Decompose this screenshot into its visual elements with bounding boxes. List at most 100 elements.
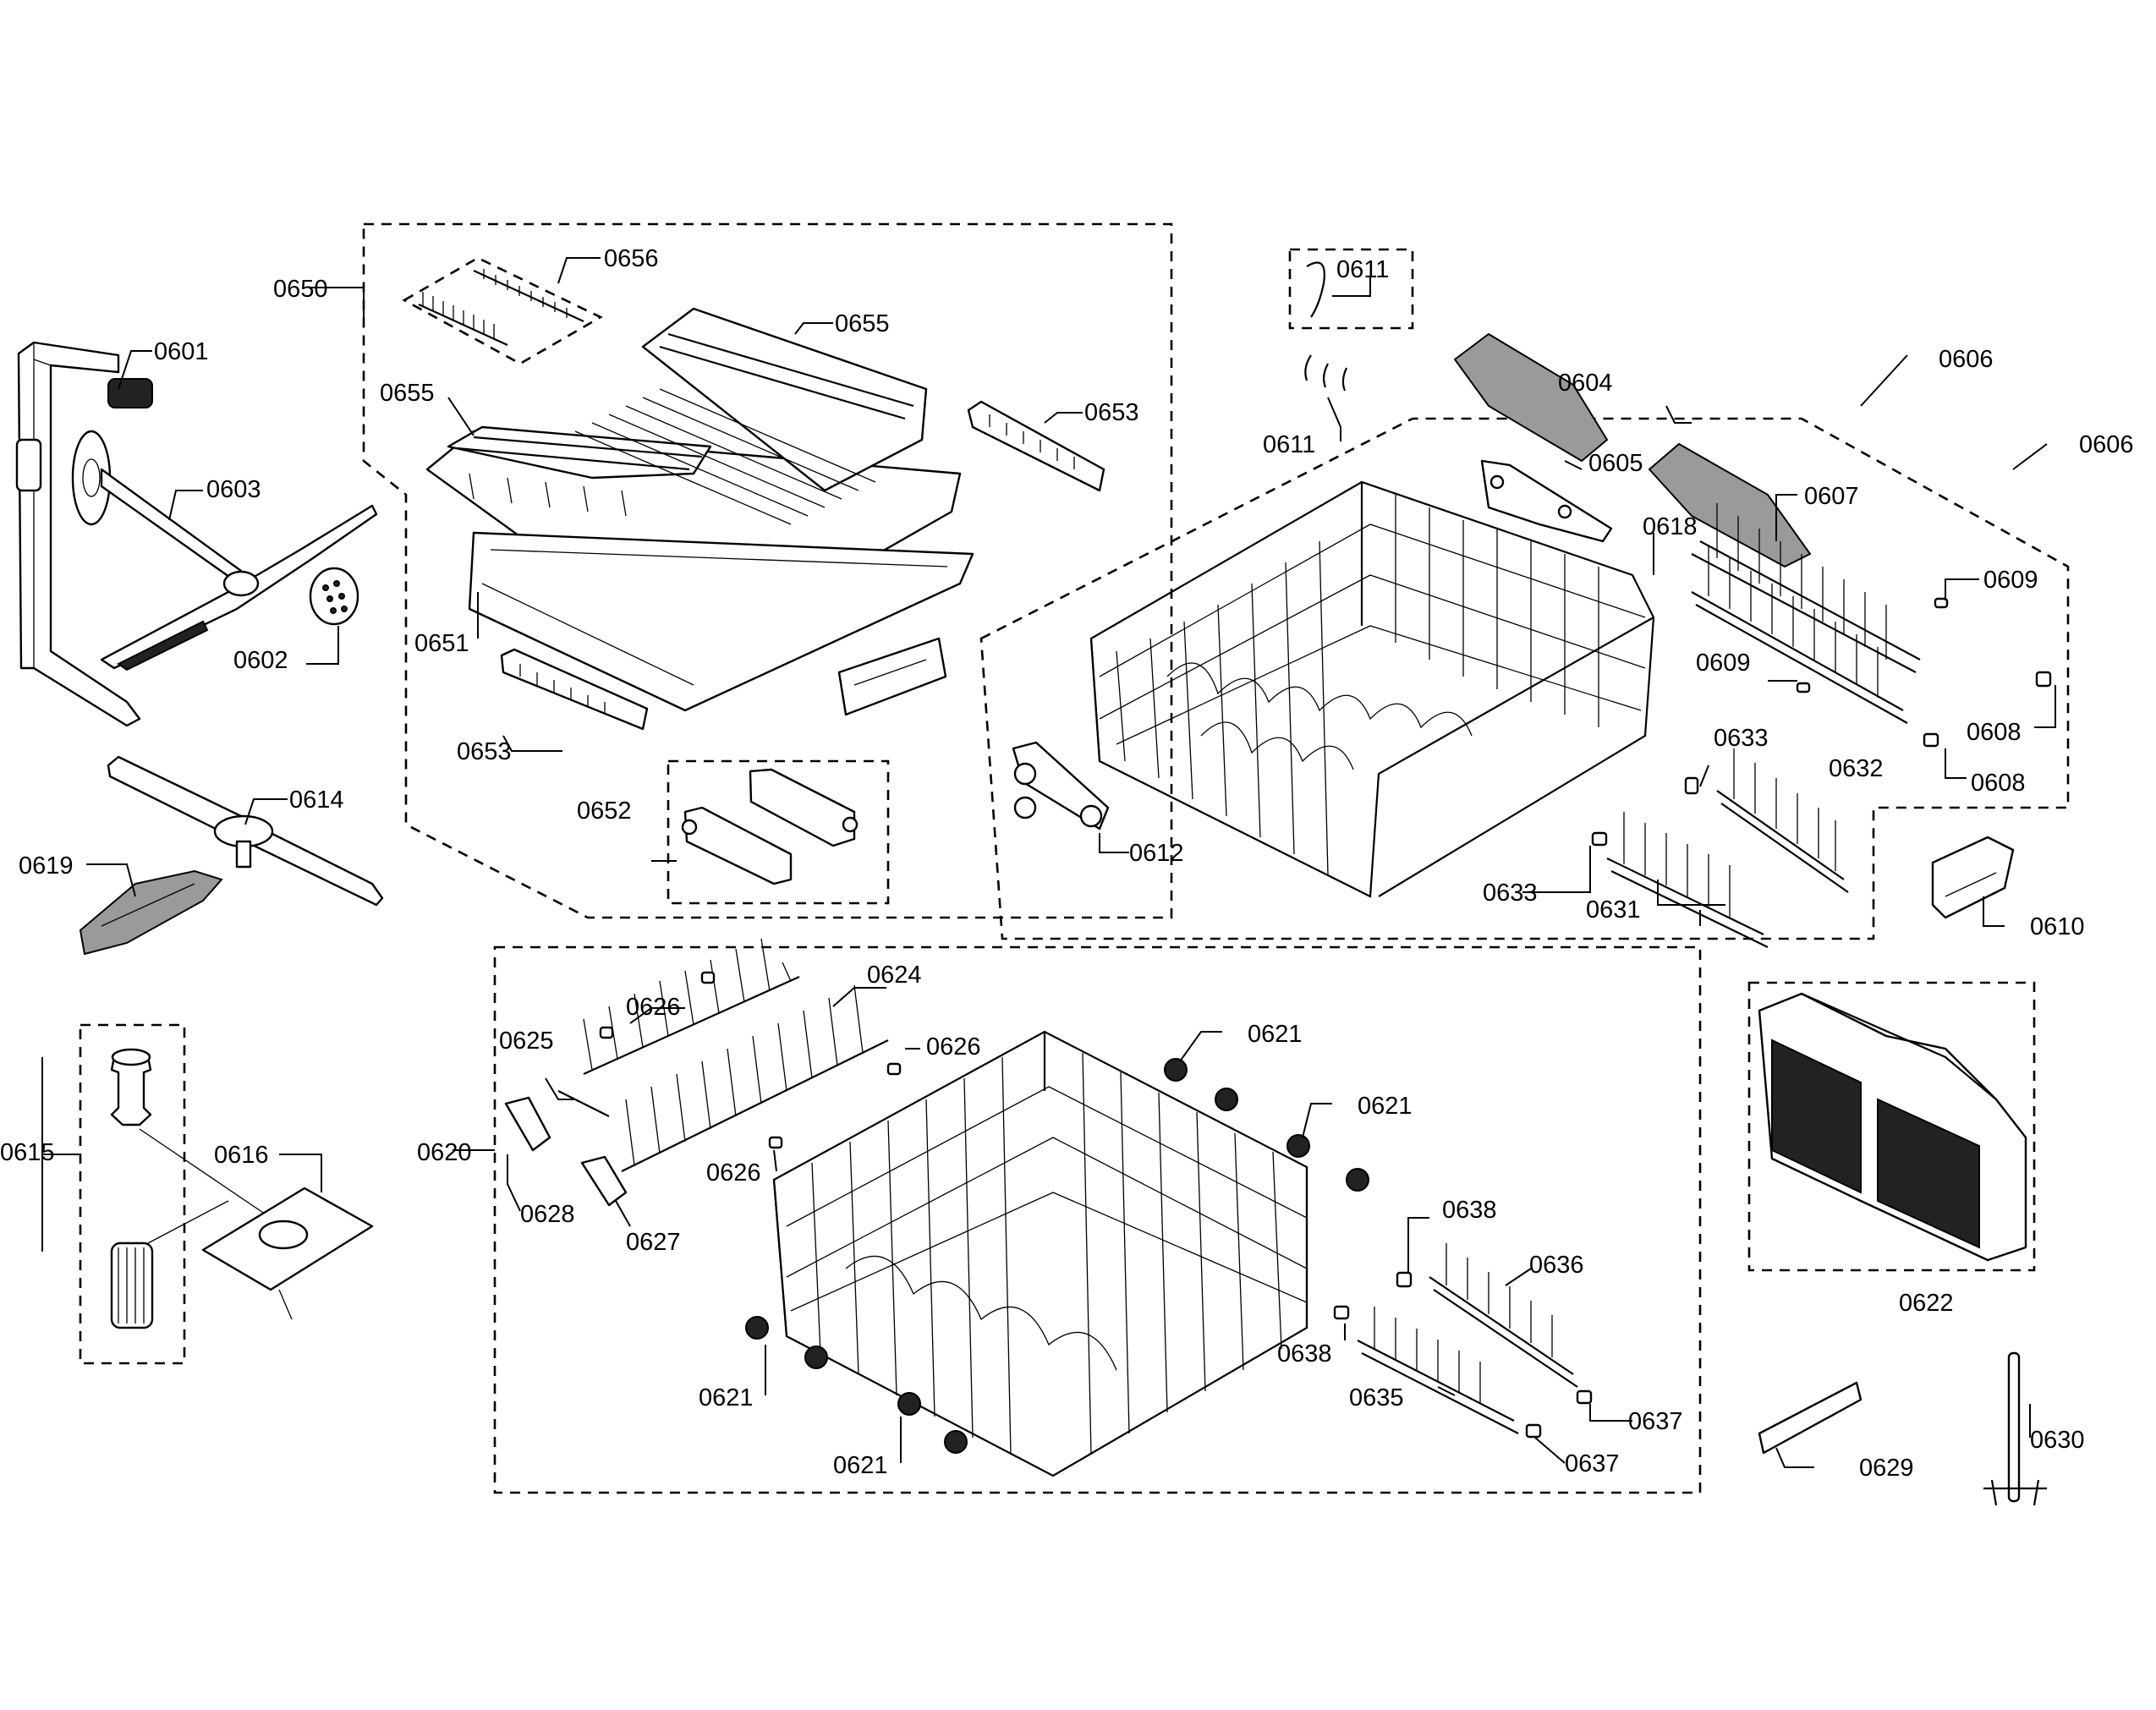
label-0630: 0630 <box>2030 1427 2085 1454</box>
label-0636: 0636 <box>1529 1252 1584 1279</box>
part-0628-bracket <box>504 1096 551 1152</box>
label-0631: 0631 <box>1586 896 1641 924</box>
label-0611-a: 0611 <box>1336 256 1389 283</box>
part-0656-comb <box>418 269 584 347</box>
group-boundaries <box>79 222 2070 1494</box>
label-0628: 0628 <box>520 1201 575 1228</box>
label-0633-b: 0633 <box>1483 880 1538 907</box>
label-0615: 0615 <box>0 1139 55 1166</box>
label-0632: 0632 <box>1829 755 1884 782</box>
label-0621-c: 0621 <box>699 1384 754 1411</box>
part-0602-cap <box>309 567 359 626</box>
label-0653-a: 0653 <box>1084 399 1139 426</box>
label-0655-b: 0655 <box>380 380 435 407</box>
label-0606-b: 0606 <box>2079 431 2134 458</box>
label-0626-a: 0626 <box>626 994 681 1021</box>
box-0622-basket <box>1747 981 2036 1272</box>
part-0607-tine-row <box>1691 503 1921 673</box>
label-0622: 0622 <box>1899 1290 1954 1317</box>
label-0604: 0604 <box>1558 370 1613 397</box>
label-0651: 0651 <box>414 630 469 657</box>
part-0603-spray-arm <box>71 430 378 671</box>
label-0638-b: 0638 <box>1277 1340 1332 1367</box>
label-0620: 0620 <box>417 1139 472 1166</box>
part-0610-handle <box>1931 836 2015 919</box>
part-labels: 0601 0602 0603 0604 0605 0606 0606 0607 … <box>0 245 2134 1482</box>
box-0620-lower-rack <box>493 945 1702 1494</box>
label-0633-a: 0633 <box>1714 725 1769 752</box>
label-0652: 0652 <box>577 797 632 825</box>
label-0655-a: 0655 <box>835 310 890 337</box>
part-0630-tine-lever <box>1983 1351 2047 1506</box>
part-0601-feed-tube <box>15 341 153 727</box>
part-0608-0609-clips <box>1796 597 2052 748</box>
label-0621-d: 0621 <box>833 1452 888 1479</box>
label-0653-b: 0653 <box>457 738 512 765</box>
part-0652-brackets <box>681 768 859 885</box>
part-0632-tine-row <box>1716 748 1849 893</box>
label-0618: 0618 <box>1643 513 1698 540</box>
part-0621-wheels <box>745 1058 1369 1454</box>
label-0616: 0616 <box>214 1142 269 1169</box>
label-0621-b: 0621 <box>1358 1093 1413 1120</box>
label-0611-b: 0611 <box>1263 431 1315 458</box>
label-0635: 0635 <box>1349 1384 1404 1411</box>
label-0637-a: 0637 <box>1628 1408 1683 1435</box>
label-0610: 0610 <box>2030 913 2085 940</box>
box-0652-brackets <box>667 759 890 905</box>
label-0609-a: 0609 <box>1983 567 2038 594</box>
part-0633-clips <box>1591 776 1699 847</box>
label-0625: 0625 <box>499 1028 554 1055</box>
label-0626-c: 0626 <box>706 1159 761 1187</box>
label-0608-b: 0608 <box>1971 770 2026 797</box>
part-0619-cover <box>79 869 223 956</box>
part-0636-tine-row <box>1429 1243 1578 1388</box>
label-0626-b: 0626 <box>926 1033 981 1061</box>
part-0614-lower-spray-arm <box>107 755 384 907</box>
part-0653-rail-upper <box>967 400 1105 492</box>
part-0618-tine-row <box>1691 545 1908 724</box>
part-0631-tine-row <box>1606 812 1769 948</box>
part-0620-lower-rack <box>772 1030 1308 1477</box>
label-0601: 0601 <box>154 338 209 365</box>
label-0606-a: 0606 <box>1939 346 1994 373</box>
part-0637-0638-clips <box>1333 1271 1593 1439</box>
label-0607: 0607 <box>1804 483 1859 510</box>
part-0612-side-bracket <box>1012 741 1110 830</box>
part-0629-handle-insert <box>1758 1381 1862 1455</box>
label-0627: 0627 <box>626 1229 681 1256</box>
part-0626-clips <box>599 971 902 1149</box>
part-0622-cutlery-basket <box>1758 992 2027 1262</box>
label-0614: 0614 <box>289 786 344 814</box>
label-0619: 0619 <box>19 852 74 880</box>
label-0650: 0650 <box>273 276 328 303</box>
label-0621-a: 0621 <box>1248 1021 1303 1048</box>
label-0656: 0656 <box>604 245 659 272</box>
part-0605-bracket <box>1480 459 1613 543</box>
label-0605: 0605 <box>1588 450 1643 477</box>
part-0616-fine-filter <box>201 1187 374 1320</box>
label-0638-a: 0638 <box>1442 1197 1497 1224</box>
label-0609-b: 0609 <box>1696 649 1751 677</box>
part-0624-tine-row <box>557 938 889 1172</box>
part-0655-third-rack-trays <box>425 307 974 712</box>
label-0603: 0603 <box>206 476 261 503</box>
part-0635-tine-row <box>1357 1307 1519 1434</box>
label-0612: 0612 <box>1129 840 1184 867</box>
label-0608-a: 0608 <box>1967 719 2022 746</box>
label-0602: 0602 <box>233 647 288 674</box>
label-0629: 0629 <box>1859 1455 1914 1482</box>
part-0627-bracket <box>580 1155 628 1207</box>
label-0624: 0624 <box>867 962 922 989</box>
part-0650-front-handle <box>837 637 947 716</box>
part-0606-covers <box>1453 332 1812 568</box>
box-0656-comb <box>402 256 603 365</box>
part-0604-upper-rack <box>1089 480 1655 898</box>
box-0650-third-rack <box>362 222 1173 919</box>
leader-lines <box>41 257 2056 1468</box>
part-0611-clips <box>1304 261 1347 392</box>
part-0615-filter <box>110 1048 272 1329</box>
box-0611-clip <box>1288 248 1414 330</box>
label-0637-b: 0637 <box>1565 1450 1620 1477</box>
